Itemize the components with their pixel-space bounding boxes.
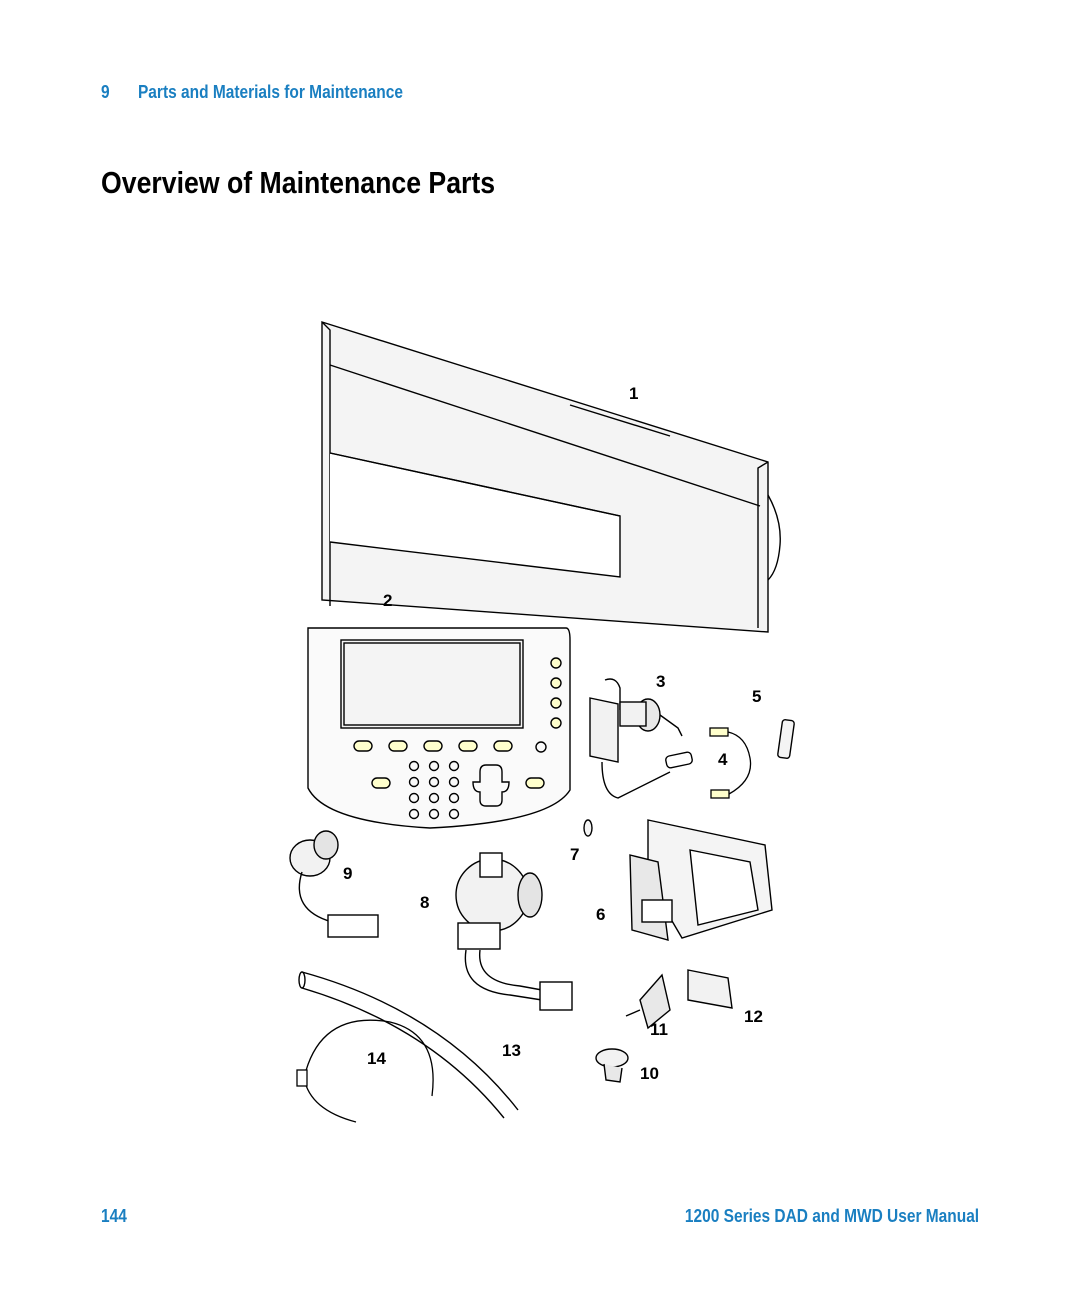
small-lamp-drawing	[290, 831, 378, 937]
page-number: 144	[101, 1206, 127, 1227]
callout-9: 9	[343, 864, 352, 883]
keypad-display-drawing	[308, 628, 570, 828]
flow-cell-holder-drawing	[630, 820, 772, 940]
callout-8: 8	[420, 893, 429, 912]
connector-block-drawing	[688, 970, 732, 1008]
page-title: Overview of Maintenance Parts	[101, 165, 495, 201]
callout-14: 14	[367, 1049, 386, 1068]
exploded-parts-drawing: 1 2 3 4 5 6 7 8 9 10 11 12 13 14	[270, 310, 810, 1130]
callout-5: 5	[752, 687, 761, 706]
front-cover-drawing	[322, 322, 780, 632]
callout-2: 2	[383, 591, 392, 610]
cylinder-part-drawing	[777, 719, 794, 758]
callout-12: 12	[744, 1007, 763, 1026]
lamp-cable-drawing	[456, 853, 572, 1010]
tubing-drawing	[299, 972, 518, 1118]
callout-13: 13	[502, 1041, 521, 1060]
callout-10: 10	[640, 1064, 659, 1083]
lamp-assembly-drawing	[590, 679, 693, 798]
callout-6: 6	[596, 905, 605, 924]
callout-11: 11	[650, 1020, 668, 1039]
manual-title: 1200 Series DAD and MWD User Manual	[685, 1206, 979, 1227]
callout-7: 7	[570, 845, 579, 864]
callout-1: 1	[629, 384, 638, 403]
cap-part-drawing	[596, 1049, 628, 1082]
capillary-drawing	[297, 1020, 433, 1122]
maintenance-parts-figure: 1 2 3 4 5 6 7 8 9 10 11 12 13 14	[270, 310, 810, 1130]
fittings-drawing	[710, 728, 751, 798]
chapter-title: Parts and Materials for Maintenance	[138, 82, 403, 102]
callout-3: 3	[656, 672, 665, 691]
ring-part-drawing	[584, 820, 592, 836]
chapter-number: 9	[101, 82, 138, 103]
callout-4: 4	[718, 750, 728, 769]
